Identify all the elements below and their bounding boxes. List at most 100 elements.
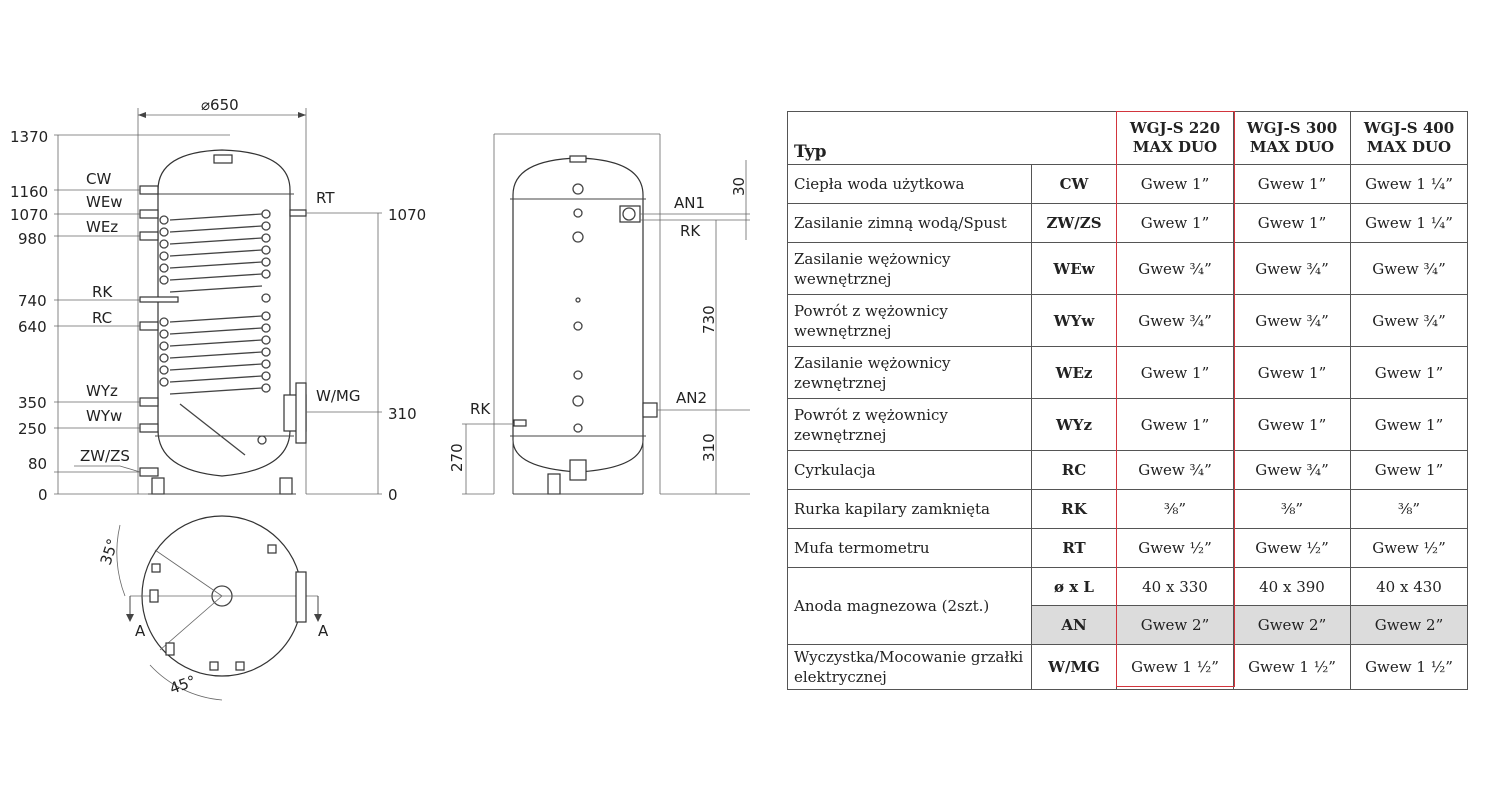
label-rk-left: RK <box>470 400 491 418</box>
label-wmg: W/MG <box>316 387 360 405</box>
cell-300: Gwew 1” <box>1233 346 1351 399</box>
section-a-left: A <box>135 622 146 640</box>
table-row: AN Gwew 2” Gwew 2” Gwew 2” <box>788 605 1468 645</box>
table-row: Zasilanie wężownicy zewnętrznej WEz Gwew… <box>787 346 1468 399</box>
cell-220: Gwew 1” <box>1116 346 1234 399</box>
level-250: 250 <box>18 420 47 438</box>
header-model-300: WGJ-S 300 MAX DUO <box>1233 111 1351 165</box>
cell-400: Gwew ½” <box>1350 528 1468 568</box>
model-300-label: WGJ-S 300 MAX DUO <box>1246 119 1338 156</box>
level-80: 80 <box>28 455 47 473</box>
cell-400: Gwew 1 ¼” <box>1350 164 1468 204</box>
cell-220: 40 x 330 <box>1116 567 1234 606</box>
level-350: 350 <box>18 394 47 412</box>
table-row: Powrót z wężownicy zewnętrznej WYz Gwew … <box>787 398 1468 451</box>
label-an2: AN2 <box>676 389 707 407</box>
dim-310: 310 <box>700 433 718 462</box>
level-740: 740 <box>18 292 47 310</box>
section-a-right: A <box>318 622 329 640</box>
cell-220: Gwew 1” <box>1116 203 1234 243</box>
cell-300: Gwew 1” <box>1233 398 1351 451</box>
cell-400: ⅜” <box>1350 489 1468 529</box>
label-rk-side: RK <box>680 222 701 240</box>
cell-220: Gwew 1” <box>1116 398 1234 451</box>
cell-300: Gwew 1” <box>1233 203 1351 243</box>
table-row: Zasilanie zimną wodą/Spust ZW/ZS Gwew 1”… <box>787 203 1468 243</box>
level-0: 0 <box>38 486 48 504</box>
table-row: Wyczystka/Mocowanie grzałki elektrycznej… <box>787 644 1468 690</box>
row-code: RK <box>1031 489 1117 529</box>
label-rt: RT <box>316 189 335 207</box>
label-zwzs: ZW/ZS <box>80 447 130 465</box>
row-name: Powrót z wężownicy wewnętrznej <box>787 294 1032 347</box>
side-view: AN1 RK AN2 RK 30 730 310 270 <box>448 133 750 495</box>
label-rc: RC <box>92 309 112 327</box>
tank-body <box>157 149 291 477</box>
row-code: WYz <box>1031 398 1117 451</box>
level-1370: 1370 <box>10 128 48 146</box>
front-view: ⌀650 <box>10 96 426 504</box>
cell-400: Gwew 1” <box>1350 398 1468 451</box>
diameter-label: ⌀650 <box>201 96 239 114</box>
cell-300: Gwew 1” <box>1233 164 1351 204</box>
level-1160: 1160 <box>10 183 48 201</box>
level-980: 980 <box>18 230 47 248</box>
cell-300: Gwew 2” <box>1233 605 1351 645</box>
cell-400: Gwew 1” <box>1350 346 1468 399</box>
table-row: Anoda magnezowa (2szt.) ø x L 40 x 330 4… <box>787 567 1468 645</box>
cell-300: Gwew ¾” <box>1233 294 1351 347</box>
level-right-0: 0 <box>388 486 398 504</box>
lower-coil <box>159 311 271 456</box>
model-220-label: WGJ-S 220 MAX DUO <box>1129 119 1221 156</box>
row-code-dims: ø x L <box>1031 567 1117 606</box>
row-code: RT <box>1031 528 1117 568</box>
dim-270: 270 <box>448 443 466 472</box>
row-code: CW <box>1031 164 1117 204</box>
table-row: Zasilanie wężownicy wewnętrznej WEw Gwew… <box>787 242 1468 295</box>
label-wez: WEz <box>86 218 118 236</box>
cell-400: 40 x 430 <box>1350 567 1468 606</box>
table-row: Ciepła woda użytkowa CW Gwew 1” Gwew 1” … <box>787 164 1468 204</box>
table-row: Powrót z wężownicy wewnętrznej WYw Gwew … <box>787 294 1468 347</box>
row-code-an: AN <box>1031 605 1117 645</box>
cell-400: Gwew 1 ¼” <box>1350 203 1468 243</box>
row-name: Cyrkulacja <box>787 450 1032 490</box>
table-row: Mufa termometru RT Gwew ½” Gwew ½” Gwew … <box>787 528 1468 568</box>
table-row: Cyrkulacja RC Gwew ¾” Gwew ¾” Gwew 1” <box>787 450 1468 490</box>
cell-300: Gwew ½” <box>1233 528 1351 568</box>
row-name: Wyczystka/Mocowanie grzałki elektrycznej <box>787 644 1032 690</box>
header-model-220: WGJ-S 220 MAX DUO <box>1116 111 1234 165</box>
row-name: Zasilanie zimną wodą/Spust <box>787 203 1032 243</box>
level-right-1070: 1070 <box>388 206 426 224</box>
row-name: Zasilanie wężownicy wewnętrznej <box>787 242 1032 295</box>
cell-400: Gwew 1 ½” <box>1350 644 1468 690</box>
cell-300: Gwew ¾” <box>1233 450 1351 490</box>
label-cw: CW <box>86 170 111 188</box>
dim-730: 730 <box>700 305 718 334</box>
upper-coil <box>159 209 271 303</box>
angle-35: 35° <box>97 536 122 567</box>
cell-400: Gwew 2” <box>1350 605 1468 645</box>
row-code: WEw <box>1031 242 1117 295</box>
label-rk: RK <box>92 283 113 301</box>
label-wyw: WYw <box>86 407 122 425</box>
cell-220: Gwew 1 ½” <box>1116 644 1234 690</box>
label-wew: WEw <box>86 193 123 211</box>
header-type: Typ <box>787 111 1117 165</box>
level-1070: 1070 <box>10 206 48 224</box>
row-code: RC <box>1031 450 1117 490</box>
cell-220: Gwew ¾” <box>1116 450 1234 490</box>
cell-220: Gwew 1” <box>1116 164 1234 204</box>
technical-drawings: ⌀650 <box>10 96 750 701</box>
label-an1: AN1 <box>674 194 705 212</box>
cell-300: 40 x 390 <box>1233 567 1351 606</box>
row-name: Rurka kapilary zamknięta <box>787 489 1032 529</box>
row-code: W/MG <box>1031 644 1117 690</box>
cell-400: Gwew 1” <box>1350 450 1468 490</box>
cell-220: ⅜” <box>1116 489 1234 529</box>
cell-300: ⅜” <box>1233 489 1351 529</box>
level-right-310: 310 <box>388 405 417 423</box>
cell-220: Gwew ¾” <box>1116 242 1234 295</box>
row-name: Powrót z wężownicy zewnętrznej <box>787 398 1032 451</box>
row-name: Zasilanie wężownicy zewnętrznej <box>787 346 1032 399</box>
